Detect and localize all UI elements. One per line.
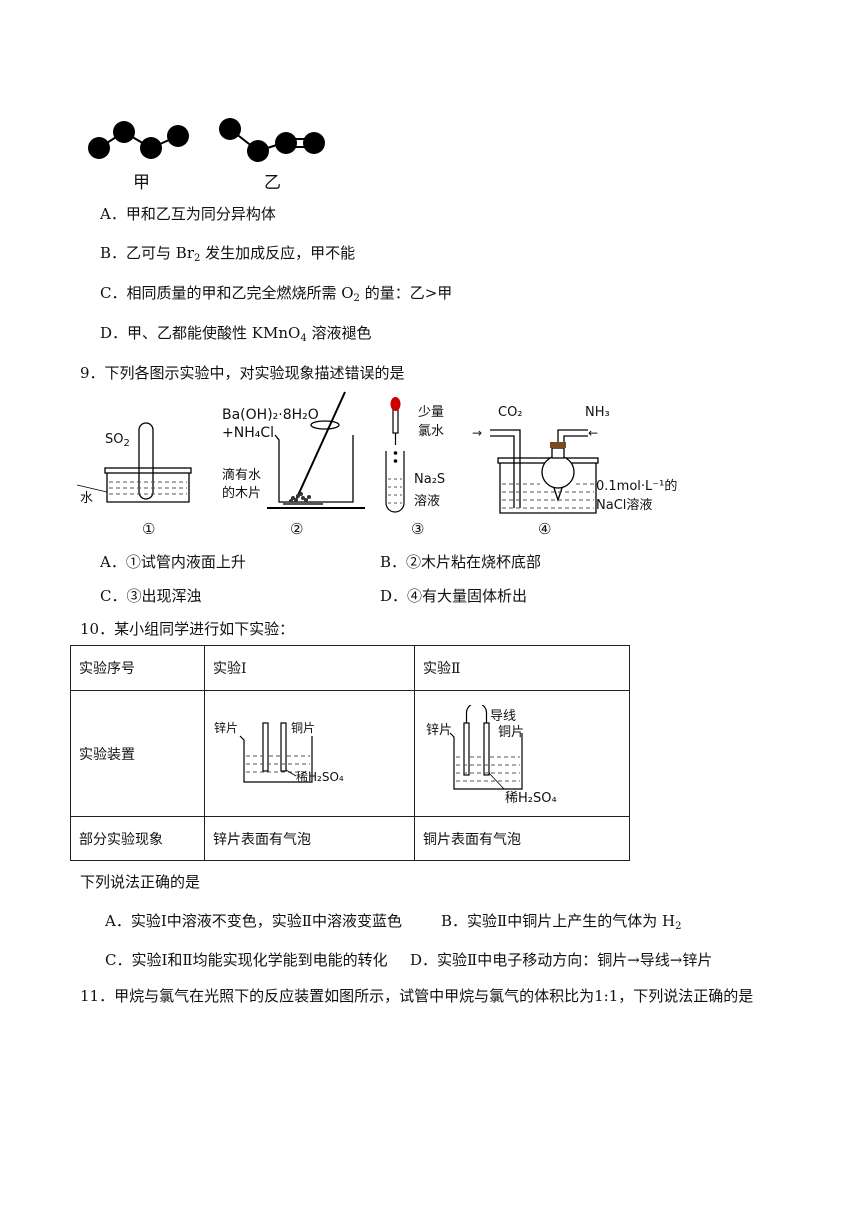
atom bbox=[140, 137, 162, 159]
fig3-solution-2: 溶液 bbox=[414, 494, 441, 509]
device-2-wire-label: 导线 bbox=[490, 709, 517, 724]
fig1-water: 水 bbox=[80, 491, 94, 506]
label-jia: 甲 bbox=[133, 173, 150, 193]
device-2-zn-label: 锌片 bbox=[426, 723, 453, 738]
q9-stem: 9．下列各图示实验中，对实验现象描述错误的是 bbox=[80, 364, 405, 382]
atom bbox=[303, 132, 325, 154]
q8-option-c: C．相同质量的甲和乙完全燃烧所需 O2 的量：乙>甲 bbox=[100, 284, 453, 304]
fig2-number: ② bbox=[290, 520, 304, 538]
table-cell-phenomenon-1: 锌片表面有气泡 bbox=[204, 816, 415, 861]
molecule-models-figure bbox=[88, 118, 325, 162]
fig3-reagent-2: 氯水 bbox=[418, 424, 445, 439]
q9-option-d: D．④有大量固体析出 bbox=[380, 587, 528, 605]
q10-option-a: A．实验Ⅰ中溶液不变色，实验Ⅱ中溶液变蓝色 bbox=[105, 912, 402, 930]
device-1-cu-label: 铜片 bbox=[291, 721, 316, 735]
fig4-gas-co2: CO₂ bbox=[498, 405, 523, 420]
table-header-2: 实验Ⅰ bbox=[204, 645, 415, 691]
fig4-solution-2: NaCl溶液 bbox=[596, 498, 653, 513]
q10-after-stem: 下列说法正确的是 bbox=[80, 873, 201, 891]
q10-option-b: B．实验Ⅱ中铜片上产生的气体为 H2 bbox=[441, 912, 682, 932]
device-1-zn-label: 锌片 bbox=[214, 721, 239, 735]
q10-stem: 10．某小组同学进行如下实验： bbox=[80, 620, 295, 638]
fig2-wood-1: 滴有水 bbox=[222, 468, 262, 483]
q8-option-a: A．甲和乙互为同分异构体 bbox=[100, 205, 276, 223]
atom bbox=[167, 125, 189, 147]
table-row-label-apparatus: 实验装置 bbox=[70, 690, 205, 817]
atom bbox=[113, 121, 135, 143]
atom bbox=[247, 140, 269, 162]
q10-option-d: D．实验Ⅱ中电子移动方向：铜片→导线→锌片 bbox=[410, 951, 713, 969]
q9-option-c: C．③出现浑浊 bbox=[100, 587, 202, 605]
q8-option-d: D．甲、乙都能使酸性 KMnO4 溶液褪色 bbox=[100, 324, 372, 344]
fig2-reagent-1: Ba(OH)₂·8H₂O bbox=[222, 407, 319, 423]
fig2-reagent-2: +NH₄Cl bbox=[222, 425, 275, 441]
fig3-reagent-1: 少量 bbox=[418, 405, 445, 420]
fig4-arrow-nh3: ← bbox=[588, 426, 599, 440]
device-2-figure bbox=[449, 705, 523, 790]
table-header-3: 实验Ⅱ bbox=[414, 645, 630, 691]
atom bbox=[275, 132, 297, 154]
fig3-number: ③ bbox=[411, 520, 425, 538]
device-1-figure bbox=[239, 722, 313, 783]
experiment-table: 实验序号 实验Ⅰ 实验Ⅱ 实验装置 部分实验现象 锌片表面有气泡 铜片表面有气泡 bbox=[70, 645, 630, 861]
fig4-arrow-co2: → bbox=[472, 426, 483, 440]
fig1-number: ① bbox=[142, 520, 156, 538]
fig4-gas-nh3: NH₃ bbox=[585, 405, 610, 420]
q9-figure-2 bbox=[267, 391, 365, 509]
fig4-solution-1: 0.1mol·L⁻¹的 bbox=[596, 479, 678, 494]
atom bbox=[219, 118, 241, 140]
q10-option-c: C．实验Ⅰ和Ⅱ均能实现化学能到电能的转化 bbox=[105, 951, 388, 969]
q9-option-a: A．①试管内液面上升 bbox=[100, 553, 246, 571]
q8-option-b: B．乙可与 Br2 发生加成反应，甲不能 bbox=[100, 244, 356, 264]
label-yi: 乙 bbox=[264, 173, 281, 193]
fig1-gas: SO2 bbox=[105, 432, 130, 449]
device-2-cu-label: 铜片 bbox=[498, 725, 525, 740]
table-row-label-phenomenon: 部分实验现象 bbox=[70, 816, 205, 861]
q9-option-b: B．②木片粘在烧杯底部 bbox=[380, 553, 542, 571]
table-cell-phenomenon-2: 铜片表面有气泡 bbox=[414, 816, 630, 861]
fig3-solution-1: Na₂S bbox=[414, 472, 446, 487]
table-cell-device-1 bbox=[204, 690, 415, 817]
atom bbox=[88, 137, 110, 159]
q9-figure-3 bbox=[385, 397, 405, 513]
q9-figure-4 bbox=[490, 429, 599, 514]
device-1-acid-label: 稀H₂SO₄ bbox=[296, 770, 344, 784]
device-2-acid-label: 稀H₂SO₄ bbox=[505, 791, 557, 806]
q9-figure-1 bbox=[76, 422, 192, 503]
table-header-1: 实验序号 bbox=[70, 645, 205, 691]
fig2-wood-2: 的木片 bbox=[222, 486, 262, 501]
q11-stem: 11．甲烷与氯气在光照下的反应装置如图所示，试管中甲烷与氯气的体积比为1:1，下… bbox=[80, 987, 754, 1005]
fig4-number: ④ bbox=[538, 520, 552, 538]
